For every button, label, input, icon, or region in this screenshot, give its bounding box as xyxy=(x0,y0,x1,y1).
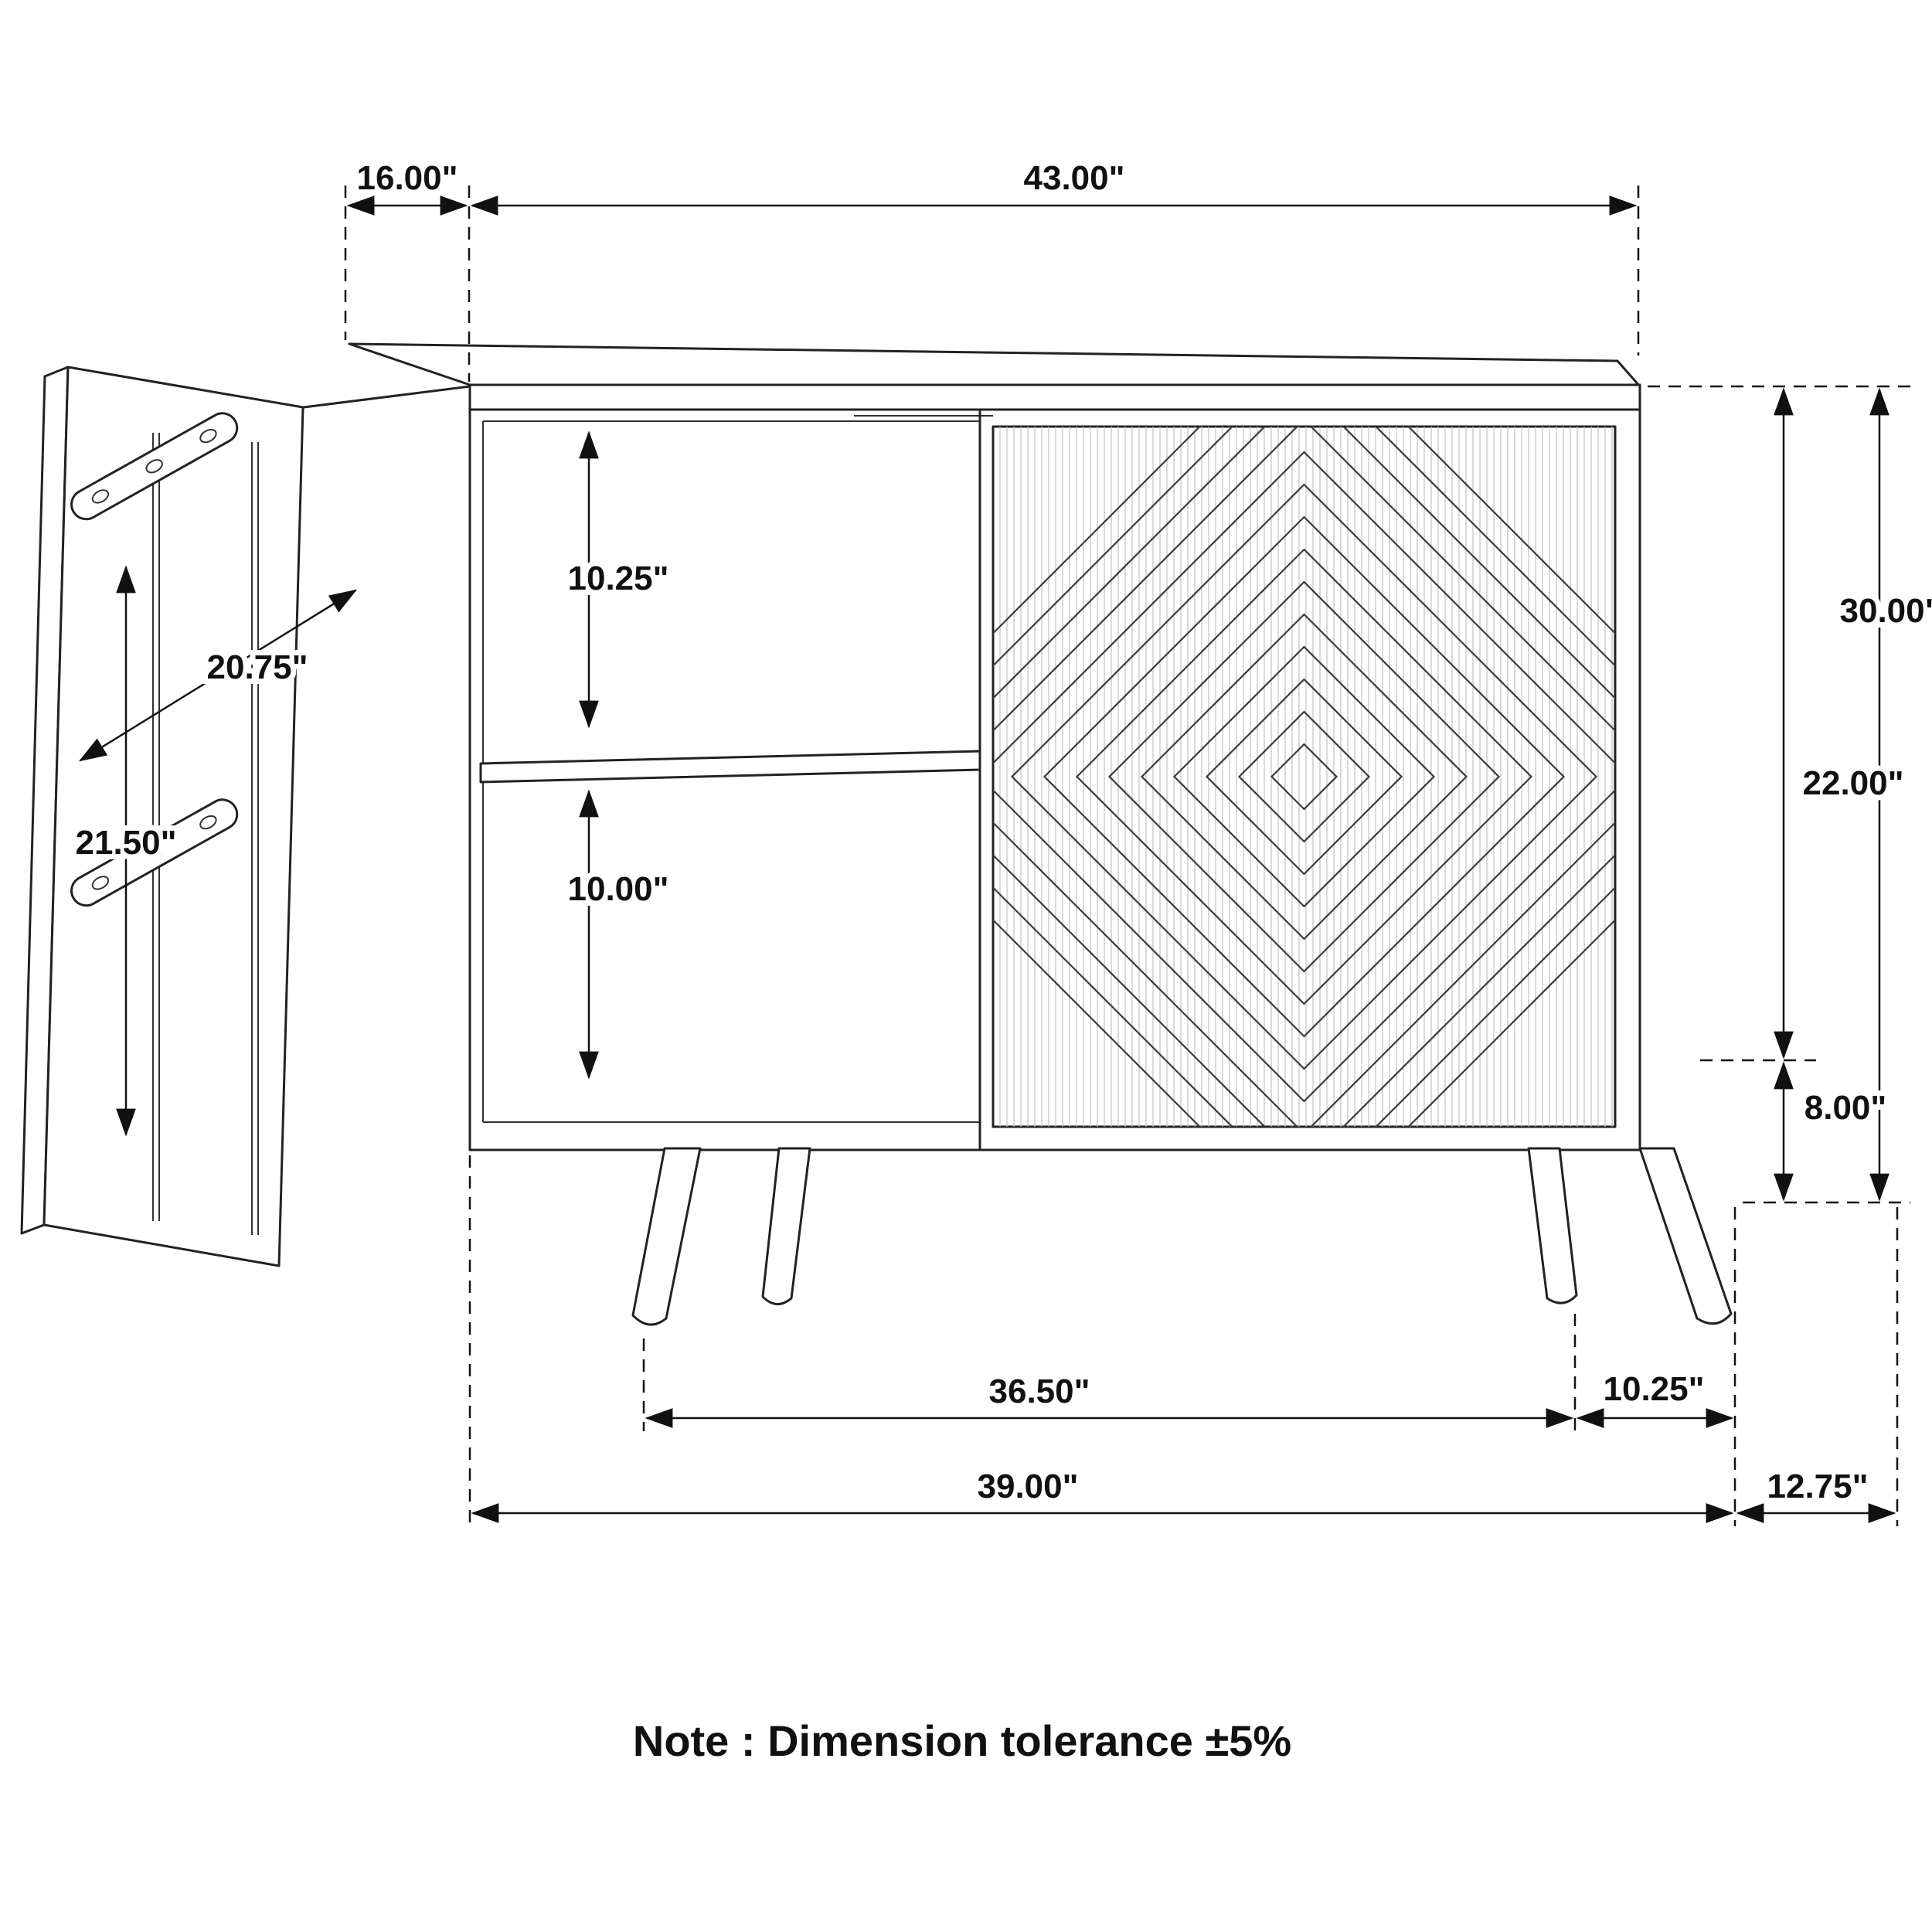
leg-rear-right xyxy=(1527,1147,1578,1304)
leg-front-right xyxy=(1638,1147,1733,1325)
dimension-label-upper-compartment: 10.25" xyxy=(568,560,669,597)
dimension-label-body-height: 22.00" xyxy=(1803,764,1904,802)
leg-rear-left xyxy=(761,1147,811,1305)
patterned-door xyxy=(992,425,1617,1128)
dimension-label-top-width: 43.00" xyxy=(1024,159,1125,197)
leg-front-left xyxy=(631,1147,702,1326)
door-rail-lower xyxy=(70,798,239,907)
dimension-label-door-height: 21.50" xyxy=(76,824,177,862)
dimension-label-leg-side-offset: 10.25" xyxy=(1604,1370,1705,1408)
open-door xyxy=(20,366,304,1267)
tolerance-note: Note : Dimension tolerance ±5% xyxy=(633,1716,1291,1765)
door-geometric-pattern xyxy=(993,427,1615,1127)
door-rail-upper xyxy=(70,412,239,521)
cabinet-top-surface xyxy=(348,342,1641,388)
dimension-label-inner-leg-span: 36.50" xyxy=(989,1372,1090,1410)
dimension-lines xyxy=(78,196,1896,1523)
dimension-label-overall-height: 30.00" xyxy=(1840,592,1932,630)
interior-shelf xyxy=(479,750,981,784)
dimension-label-lower-compartment: 10.00" xyxy=(568,870,669,908)
dimension-label-top-depth: 16.00" xyxy=(357,159,458,197)
dimension-label-door-width: 20.75" xyxy=(207,648,308,686)
dimension-labels: 16.00" 43.00" 10.25" 20.75" 21.50" 10.00… xyxy=(70,154,1932,1511)
cabinet-legs xyxy=(631,1147,1733,1326)
dimension-label-base-depth: 12.75" xyxy=(1767,1468,1869,1505)
dimension-label-base-width: 39.00" xyxy=(978,1468,1079,1505)
cabinet-body xyxy=(302,342,1641,1151)
dimension-label-leg-height: 8.00" xyxy=(1804,1089,1887,1127)
extension-lines xyxy=(344,185,1910,1526)
